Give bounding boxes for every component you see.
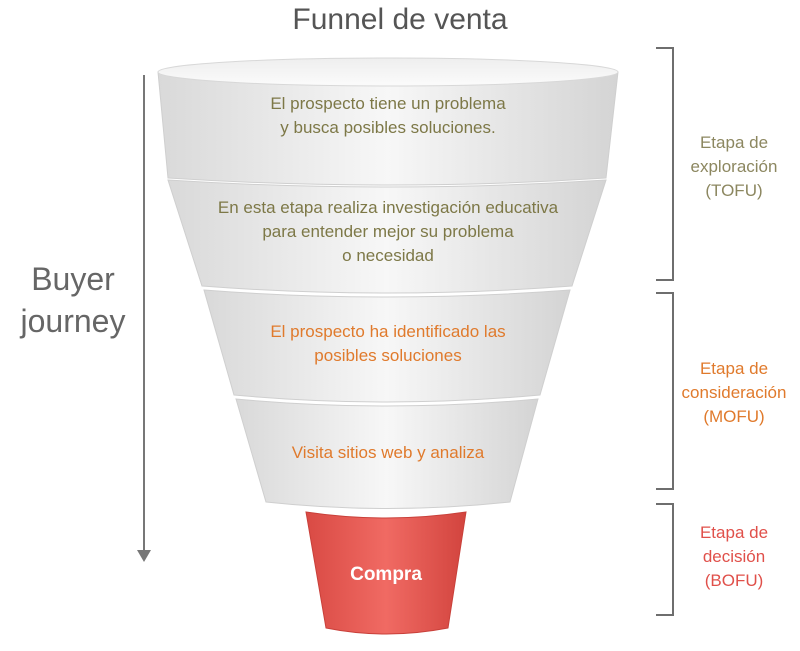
stage-mofu-line-2: consideración xyxy=(681,383,787,402)
segment-2-line-3: o necesidad xyxy=(342,246,434,265)
stage-tofu-line-2: exploración xyxy=(690,157,778,176)
funnel-segment-4 xyxy=(235,398,539,509)
bracket-mofu xyxy=(656,292,674,490)
segment-3-text: El prospecto ha identificado las posible… xyxy=(218,320,558,368)
stage-bofu-line-2: decisión xyxy=(702,547,766,566)
stage-mofu-line-1: Etapa de xyxy=(699,359,769,378)
funnel-segment-3 xyxy=(203,289,571,403)
segment-3-line-1: El prospecto ha identificado las xyxy=(270,322,506,341)
segment-5-text: Compra xyxy=(306,563,466,587)
segment-1-text: El prospecto tiene un problema y busca p… xyxy=(188,92,588,140)
segment-3-line-2: posibles soluciones xyxy=(314,346,462,365)
segment-1-line-2: y busca posibles soluciones. xyxy=(280,118,496,137)
stage-tofu-label: Etapa de exploración (TOFU) xyxy=(668,131,800,203)
stage-bofu-label: Etapa de decisión (BOFU) xyxy=(668,521,800,593)
page-title: Funnel de venta xyxy=(292,3,508,36)
funnel-segment-1 xyxy=(157,57,619,186)
stage-bofu-line-1: Etapa de xyxy=(699,523,769,542)
stage-mofu-label: Etapa de consideración (MOFU) xyxy=(668,357,800,429)
segment-5-line-1: Compra xyxy=(350,564,422,585)
buyer-journey-line-1: Buyer xyxy=(31,261,115,297)
stage-tofu-line-3: (TOFU) xyxy=(705,181,763,200)
segment-2-text: En esta etapa realiza investigación educ… xyxy=(188,196,588,268)
journey-arrow-line xyxy=(143,75,145,553)
buyer-journey-line-2: journey xyxy=(20,303,126,339)
stage-mofu-line-3: (MOFU) xyxy=(703,407,765,426)
segment-2-line-1: En esta etapa realiza investigación educ… xyxy=(217,198,559,217)
arrow-down-icon xyxy=(137,550,151,562)
segment-2-line-2: para entender mejor su problema xyxy=(262,222,514,241)
segment-4-text: Visita sitios web y analiza xyxy=(238,441,538,465)
funnel-segment-5 xyxy=(305,511,467,635)
segment-1-line-1: El prospecto tiene un problema xyxy=(270,94,506,113)
stage-tofu-line-1: Etapa de xyxy=(699,133,769,152)
funnel-segment-2 xyxy=(167,179,607,294)
stage-bofu-line-3: (BOFU) xyxy=(704,571,764,590)
bracket-tofu xyxy=(656,47,674,281)
segment-4-line-1: Visita sitios web y analiza xyxy=(291,443,485,462)
buyer-journey-label: Buyer journey xyxy=(18,258,128,342)
bracket-bofu xyxy=(656,503,674,616)
